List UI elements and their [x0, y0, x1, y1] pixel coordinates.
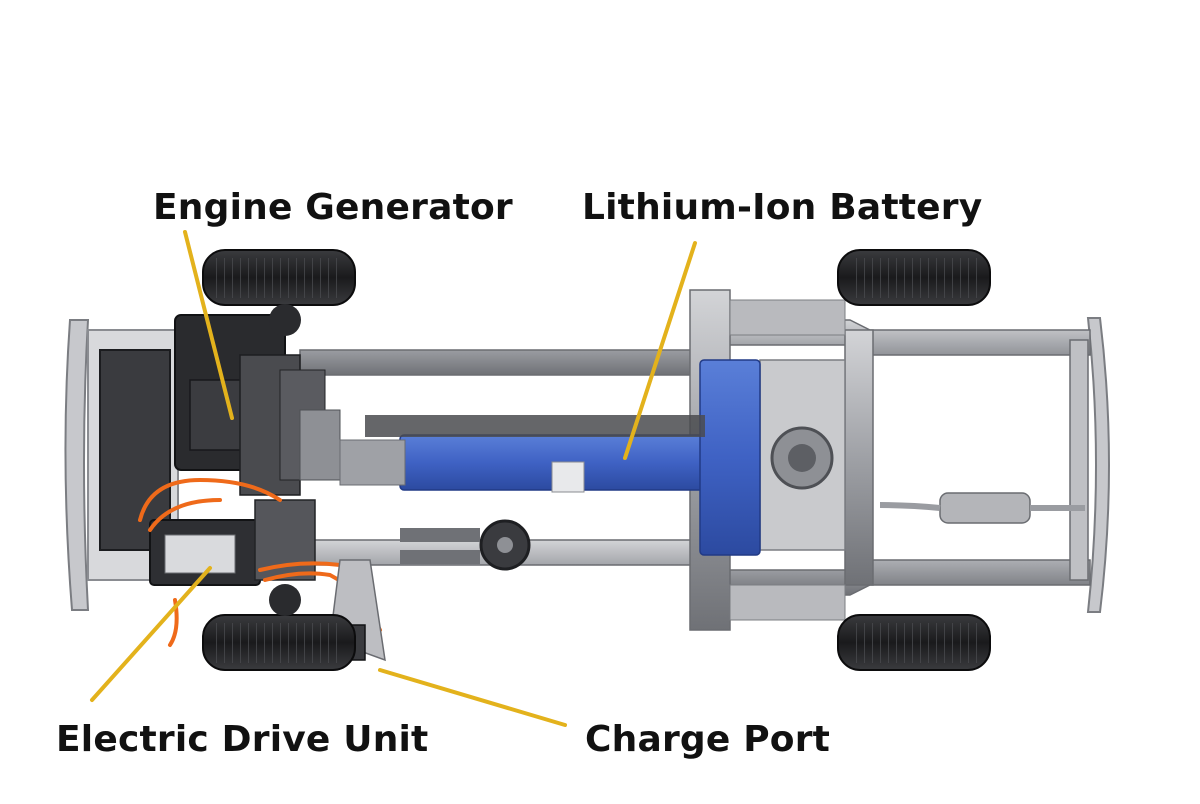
rear-right-wheel [837, 614, 991, 671]
muffler [879, 492, 1085, 524]
electric-drive-unit [149, 499, 316, 586]
label-electric-drive-unit: Electric Drive Unit [56, 719, 429, 760]
leader-line-drive-unit [90, 566, 212, 702]
front-left-wheel [202, 249, 356, 336]
steering-gear [400, 519, 531, 571]
front-right-wheel [202, 584, 356, 671]
label-lithium-ion-battery: Lithium-Ion Battery [582, 187, 983, 228]
fuel-tank [770, 426, 834, 490]
leader-lines [90, 230, 697, 727]
rear-bumper [1086, 317, 1110, 613]
leader-line-engine-generator [183, 230, 234, 420]
front-bumper [64, 319, 90, 611]
leader-line-battery [623, 241, 697, 460]
leader-line-charge-port [378, 668, 567, 727]
label-engine-generator: Engine Generator [153, 187, 513, 228]
lithium-ion-battery-pack [339, 359, 761, 556]
rear-left-wheel [837, 249, 991, 306]
label-charge-port: Charge Port [585, 719, 831, 760]
